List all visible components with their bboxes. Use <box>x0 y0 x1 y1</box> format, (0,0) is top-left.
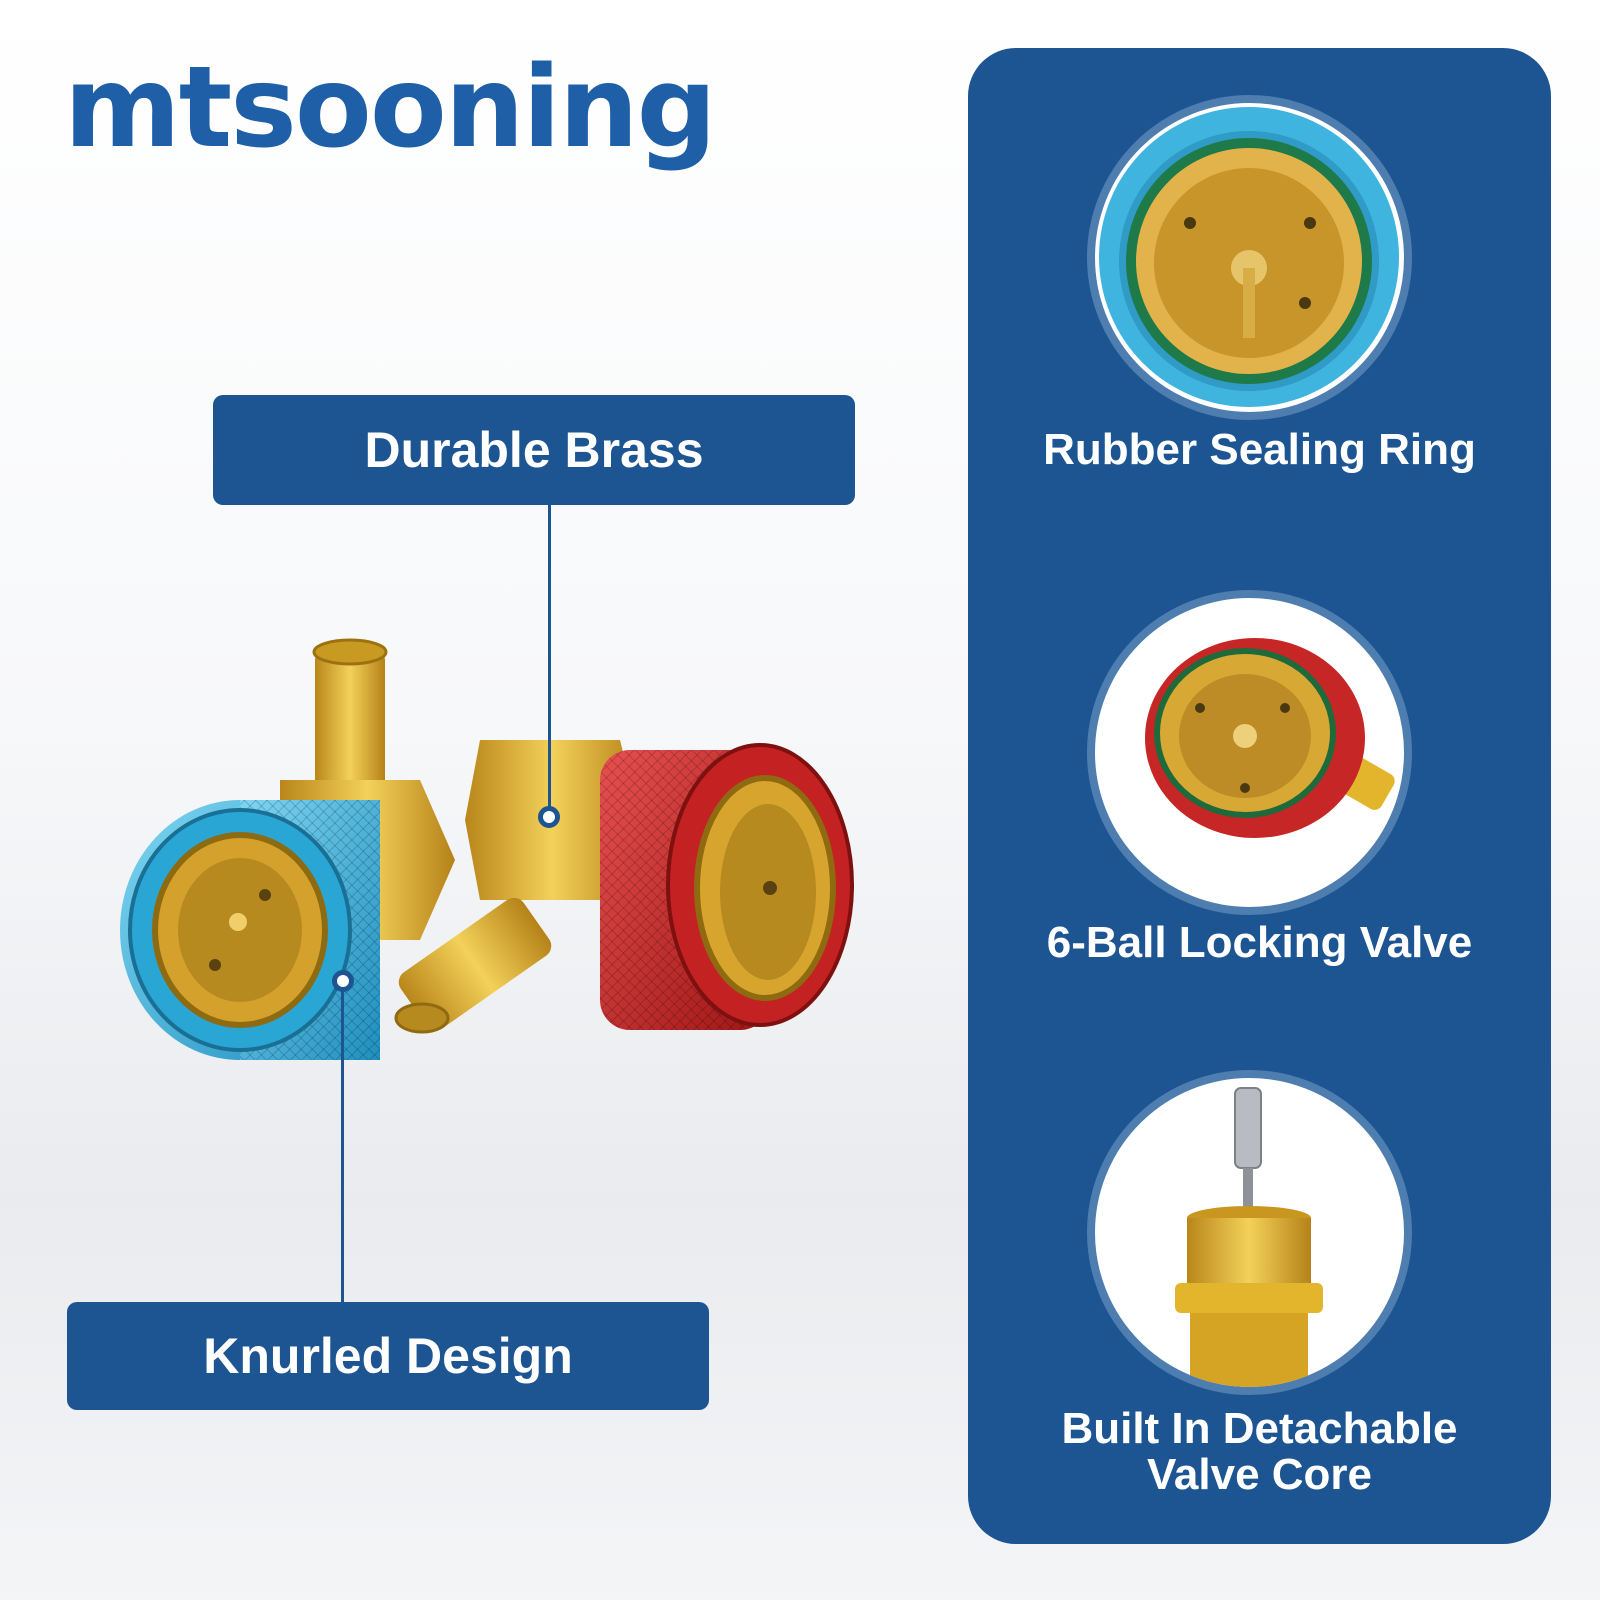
feature-label-locking-valve: 6-Ball Locking Valve <box>1046 918 1473 967</box>
feature-label-valve-core-line2: Valve Core <box>1146 1450 1373 1499</box>
valve-core-icon <box>1087 1070 1412 1395</box>
feature-label-valve-core: Built In Detachable Valve Core <box>968 1406 1551 1498</box>
knurled-design-label: Knurled Design <box>67 1302 709 1410</box>
knurled-design-leader <box>341 981 344 1302</box>
durable-brass-label: Durable Brass <box>213 395 855 505</box>
right-brass-stem <box>398 897 552 1031</box>
locking-valve-closeup-icon <box>1087 590 1412 915</box>
knurled-design-marker <box>332 970 354 992</box>
sealing-ring-closeup-icon <box>1087 95 1412 420</box>
brand-logo: mtsooning <box>64 43 717 173</box>
feature-label-sealing-ring: Rubber Sealing Ring <box>1043 425 1476 474</box>
durable-brass-marker <box>538 806 560 828</box>
feature-label-valve-core-line1: Built In Detachable <box>1061 1404 1458 1453</box>
product-image <box>120 638 854 1060</box>
left-brass-stem <box>315 650 385 800</box>
durable-brass-leader <box>548 505 551 817</box>
